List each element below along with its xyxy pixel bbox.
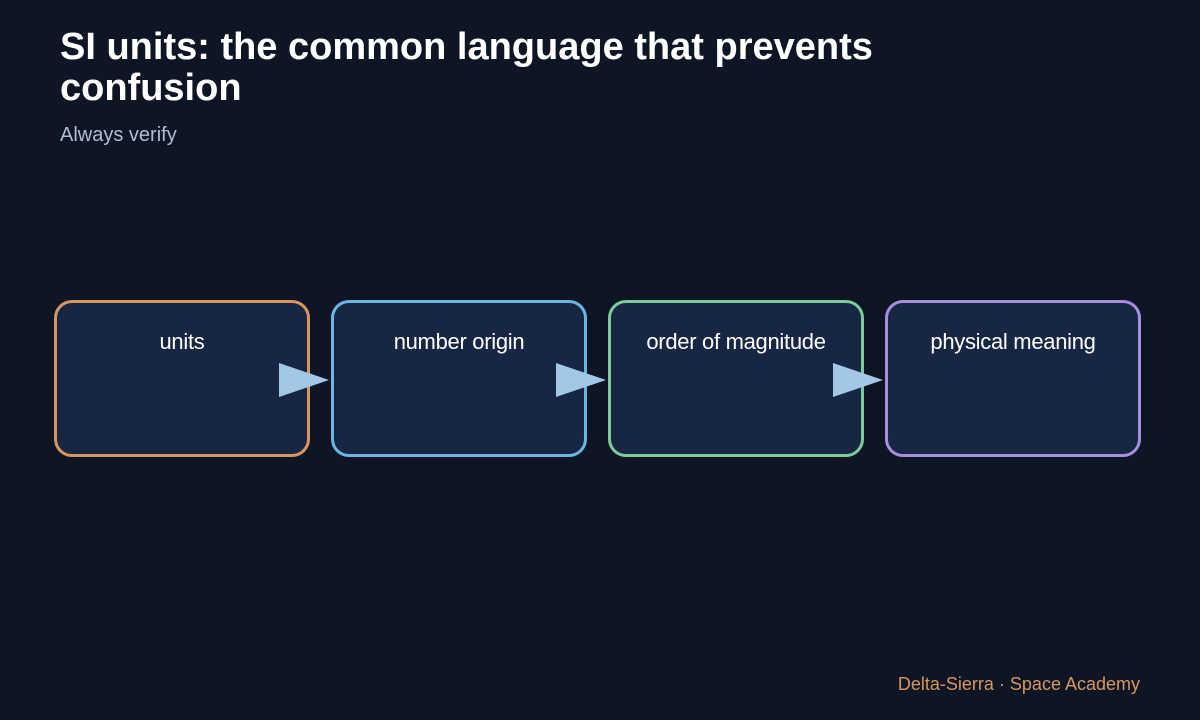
step-label-number-origin: number origin [393,329,525,354]
arrow-right-icon [556,363,606,397]
step-box-physical-meaning: physical meaning [885,300,1141,457]
step-label-order-of-magnitude: order of magnitude [646,329,826,354]
arrow-right-icon [833,363,883,397]
step-box-number-origin: number origin [331,300,587,457]
page-subtitle: Always verify [60,124,177,146]
step-box-units: units [54,300,310,457]
step-label-units: units [159,329,205,354]
footer-credit: Delta-Sierra · Space Academy [897,674,1140,694]
step-box-order-of-magnitude: order of magnitude [608,300,864,457]
arrow-right-icon [279,363,329,397]
page-title: SI units: the common language that preve… [60,26,873,109]
step-label-physical-meaning: physical meaning [930,329,1096,354]
